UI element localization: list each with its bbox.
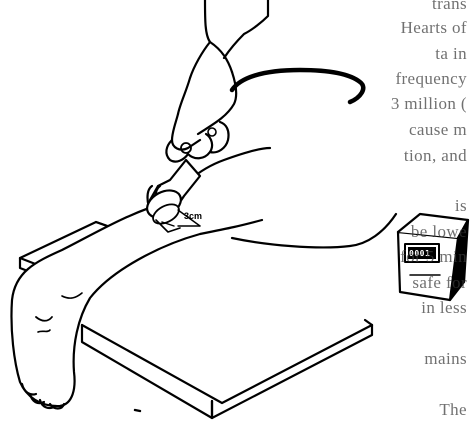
- measure-label: 3cm: [184, 211, 203, 221]
- foot-icon: [10, 146, 272, 410]
- bleed-line: tion, and: [403, 146, 467, 165]
- measure-guide: [177, 209, 201, 227]
- bleed-line: 3 million (: [390, 94, 467, 113]
- device-cable: [230, 212, 398, 249]
- ultrasound-probe-icon: [146, 158, 202, 233]
- bleed-through-text: trans Hearts of ta in frequency 3 millio…: [300, 0, 471, 435]
- bleed-line: mains: [424, 349, 467, 368]
- bleed-line: is: [454, 196, 467, 215]
- therapy-unit-icon: [396, 212, 470, 302]
- bleed-line: ta in: [435, 44, 467, 63]
- bleed-line: for 5 min: [400, 247, 467, 266]
- bleed-line: safe for: [412, 273, 467, 292]
- bleed-line: trans: [431, 0, 467, 13]
- bleed-line: cause m: [408, 120, 467, 139]
- probe-cable: [229, 67, 366, 105]
- bleed-line: frequency: [395, 69, 467, 88]
- hand-icon: [165, 0, 270, 163]
- bleed-line: be lowe: [410, 222, 467, 241]
- bleed-line: The: [439, 400, 467, 419]
- foot-mark: [133, 408, 142, 413]
- board: [18, 220, 374, 420]
- bleed-line: in less: [421, 298, 467, 317]
- bleed-line: Hearts of: [400, 18, 467, 37]
- device-display: 0001: [409, 249, 431, 258]
